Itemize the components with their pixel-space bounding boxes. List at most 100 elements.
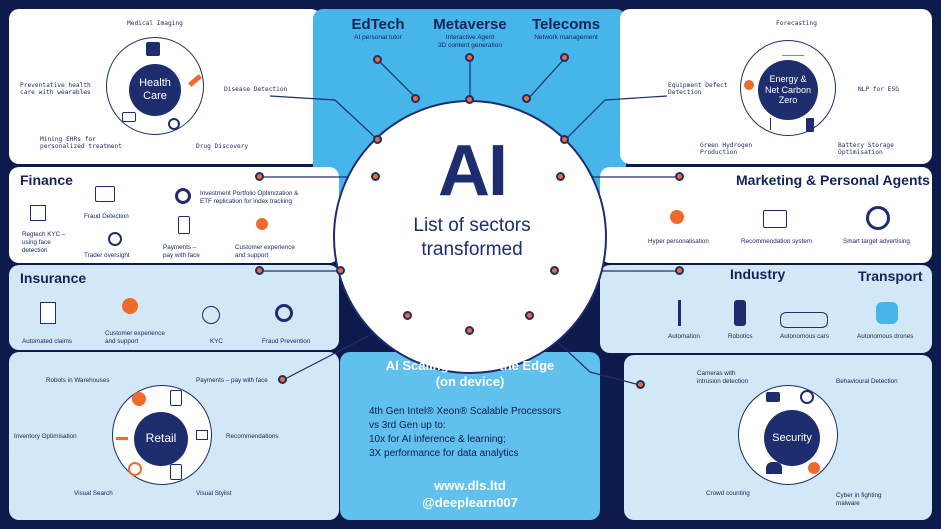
phone-icon [178, 216, 190, 234]
warehouse-robot-icon [132, 392, 146, 406]
mkt-hyper: Hyper personalisation [648, 238, 709, 245]
social-handle[interactable]: @deeplearn007 [422, 495, 518, 510]
insurance-title: Insurance [20, 270, 87, 286]
face-scan-icon [30, 205, 46, 221]
ind-robotics: Robotics [728, 333, 753, 340]
edtech-sub: AI personal tutor [354, 34, 402, 41]
ins-kyc: KYC [210, 338, 223, 345]
edge-line-1: 4th Gen Intel® Xeon® Scalable Processors [369, 406, 562, 417]
robot-arm-icon [678, 300, 692, 326]
stylist-phone-icon [170, 464, 182, 480]
sec-cyber: Cyber in fighting [836, 492, 882, 499]
rt-reco: Recommendations [226, 433, 279, 440]
gear-icon [175, 188, 191, 204]
rt-payments: Payments – pay with face [196, 377, 268, 384]
en-label-equipment-2: Detection [668, 89, 702, 96]
mkt-reco: Recommendation system [741, 238, 813, 245]
transport-title: Transport [858, 268, 923, 284]
edge-line-4: 3X performance for data analytics [369, 448, 519, 459]
document-icon [40, 302, 56, 324]
fin-regtech-3: detection [22, 247, 48, 254]
sec-cyber-2: malware [836, 500, 860, 507]
magnifier-icon [275, 304, 293, 322]
en-label-forecasting: Forecasting [776, 20, 817, 27]
drone-icon [876, 302, 898, 324]
connector-dot [465, 53, 474, 62]
phone-face-icon [170, 390, 182, 406]
bar-chart-icon [116, 428, 128, 440]
chart-icon [782, 46, 804, 56]
metaverse-title: Metaverse [433, 16, 507, 33]
en-label-battery: Battery Storage [838, 142, 894, 149]
edge-line-3: 10x for AI inference & learning; [369, 434, 506, 445]
connector-dot [373, 55, 382, 64]
visual-search-icon [128, 462, 142, 476]
center-title: AI [438, 131, 508, 211]
rt-inventory: Inventory Optimisation [14, 433, 77, 440]
robot-icon [734, 300, 746, 326]
tr-drones: Autonomous drones [857, 333, 914, 340]
fraud-monitor-icon [95, 186, 115, 202]
energy-hub: Energy & Net Carbon Zero [758, 60, 818, 120]
connector-dot [556, 172, 565, 181]
security-hub: Security [764, 410, 820, 466]
fin-payments: Payments – [163, 244, 197, 251]
en-label-hydrogen-2: Production [700, 149, 738, 156]
fin-invest-2: ETF replication for index tracking [200, 198, 293, 205]
camera-icon [766, 392, 780, 402]
edtech-title: EdTech [351, 16, 405, 33]
connector-dot [255, 172, 264, 181]
telecoms-sub: Network management [534, 34, 598, 41]
gear-icon [744, 80, 754, 90]
telecoms-title: Telecoms [531, 16, 601, 33]
connector-dot [675, 266, 684, 275]
person-gears-icon [670, 210, 684, 224]
connector-dot [278, 375, 287, 384]
connector-dot [373, 135, 382, 144]
bug-icon [808, 462, 820, 474]
hc-label-mining-2: personalized treatment [40, 143, 122, 150]
ind-automation: Automation [668, 333, 700, 340]
edge-panel [340, 352, 600, 520]
connector-dot [550, 266, 559, 275]
hc-label-preventative: Preventative health [20, 82, 91, 89]
connector-dot [403, 311, 412, 320]
en-label-hydrogen: Green Hydrogen [700, 142, 753, 149]
fin-trader: Trader oversight [84, 252, 130, 259]
mkt-smart: Smart target advertising [843, 238, 910, 245]
fin-cx: Customer experience [235, 244, 295, 251]
metaverse-sub2: 3D content generation [438, 42, 502, 49]
connector-dot [371, 172, 380, 181]
screen-icon [122, 112, 136, 122]
tr-cars: Autonomous cars [780, 333, 830, 340]
finance-title: Finance [20, 172, 73, 188]
sec-behaviour: Behavioural Detection [836, 378, 898, 385]
fin-cx-2: and support [235, 252, 269, 259]
connector-dot [522, 94, 531, 103]
finance-panel [9, 167, 339, 263]
rt-stylist: Visual Stylist [196, 490, 232, 497]
connector-dot [336, 266, 345, 275]
fin-payments-2: pay with face [163, 252, 200, 259]
sec-cameras: Cameras with [697, 370, 736, 377]
connector-dot [560, 53, 569, 62]
industry-title: Industry [730, 266, 786, 282]
drone-icon [196, 430, 208, 440]
connector-dot [465, 326, 474, 335]
agent-question-icon [122, 298, 138, 314]
sec-cameras-2: intrusion detection [697, 378, 749, 385]
metaverse-sub: Interactive Agent [445, 34, 495, 41]
edge-title-2: (on device) [435, 374, 505, 389]
en-label-nlp: NLP for ESG [858, 86, 899, 93]
support-agent-icon [256, 218, 268, 230]
sec-crowd: Crowd counting [706, 490, 750, 497]
en-label-battery-2: Optimisation [838, 149, 883, 156]
fin-regtech: Regtech KYC – [22, 231, 66, 238]
crowd-icon [766, 462, 782, 474]
ins-cx-2: and support [105, 338, 139, 345]
globe-id-icon [202, 306, 220, 324]
website-link[interactable]: www.dls.ltd [434, 478, 506, 493]
connector-dot [560, 135, 569, 144]
wind-turbine-icon [770, 118, 782, 130]
